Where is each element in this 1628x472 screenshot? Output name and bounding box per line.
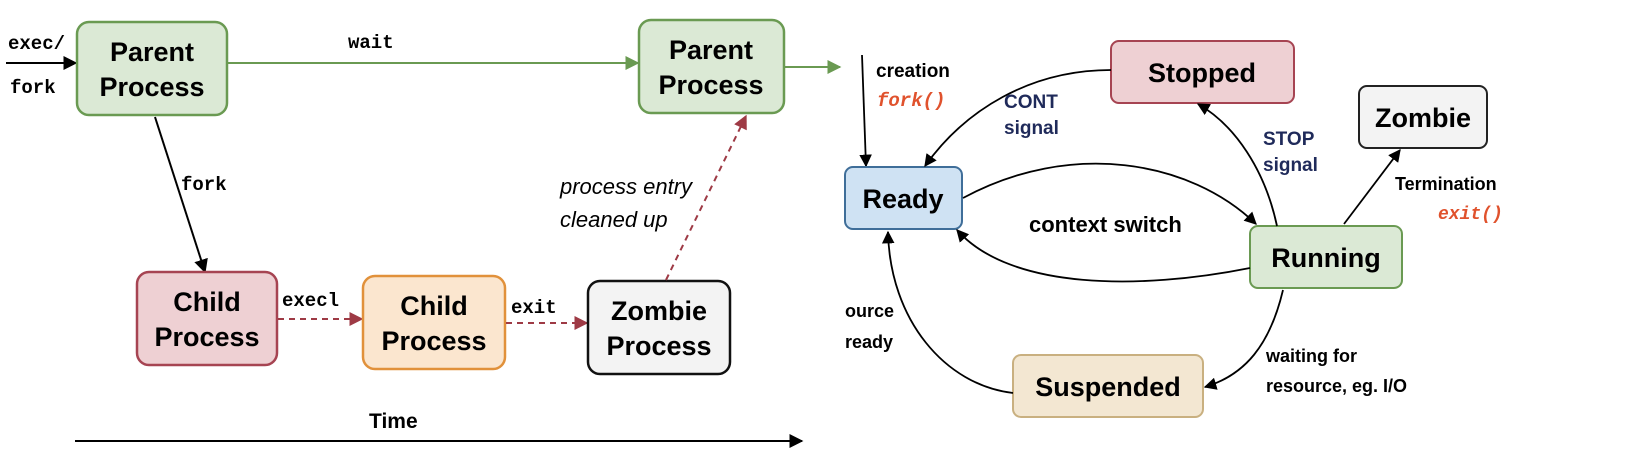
waiting-label-line1: waiting for [1265,346,1357,366]
cleanup-label-line2: cleaned up [560,207,668,232]
context-switch-label: context switch [1029,212,1182,237]
fork-label: fork [181,174,227,196]
running-to-ready-arrow [956,229,1251,283]
exec-fork-label-bottom: fork [10,77,56,99]
cont-signal-arrow [924,69,1112,168]
stop-signal-label-line2: signal [1263,155,1318,176]
stop-signal-label-line1: STOP [1263,129,1315,150]
parent-process-label-line2: Process [99,72,204,102]
parent-process-label-line1: Parent [110,37,194,67]
resource-ready-arrow [881,230,1014,394]
running-state-node: Running [1249,225,1403,289]
zombie-state-node: Zombie [1358,85,1488,149]
child-process-node-forked: Child Process [135,270,279,367]
waiting-label-line2: resource, eg. I/O [1266,376,1407,396]
parent-process-node-end: Parent Process [637,18,786,115]
suspended-state-node: Suspended [1012,354,1204,418]
waiting-for-resource-arrow [1203,289,1284,390]
resource-ready-label-line1: ource [845,301,894,321]
execl-label: execl [282,290,339,312]
child-process-node-exec: Child Process [361,274,507,371]
ready-to-running-arrow [962,162,1257,225]
ready-state-label: Ready [862,184,943,214]
suspended-state-label: Suspended [1035,372,1181,402]
parent-process-end-label-line1: Parent [669,35,753,65]
cleanup-label-line1: process entry [559,174,694,199]
stopped-state-label: Stopped [1148,58,1256,88]
state-diagram: creation fork() Stopped Zombie Ready Run… [844,40,1503,418]
zombie-process-label-line1: Zombie [611,296,707,326]
fork-arrow [154,116,208,274]
termination-arrow [1343,148,1401,225]
ready-state-node: Ready [844,166,963,230]
stopped-state-node: Stopped [1110,40,1295,104]
child-process-exec-label-line2: Process [381,326,486,356]
fork-call-label: fork() [877,90,945,112]
creation-arrow [859,54,872,168]
exec-fork-label-top: exec/ [8,33,65,55]
cont-signal-label-line2: signal [1004,118,1059,139]
time-axis-label: Time [369,410,418,433]
parent-process-node-start: Parent Process [75,20,229,117]
zombie-process-label-line2: Process [606,331,711,361]
exit-call-label: exit() [1438,205,1503,225]
child-process-exec-label-line1: Child [400,291,468,321]
zombie-process-node: Zombie Process [586,279,732,376]
resource-ready-label-line2: ready [845,332,893,352]
exit-label: exit [511,297,557,319]
lifecycle-diagram: exec/ fork Parent Process wait Parent Pr… [6,18,842,448]
zombie-state-label: Zombie [1375,103,1471,133]
termination-label: Termination [1395,174,1497,194]
wait-label: wait [348,32,394,54]
parent-process-end-label-line2: Process [658,70,763,100]
cleanup-arrow [665,114,747,281]
running-state-label: Running [1271,243,1380,273]
stop-signal-arrow [1196,103,1278,227]
child-process-label-line1: Child [173,287,241,317]
cont-signal-label-line1: CONT [1004,92,1058,113]
creation-label: creation [876,61,950,82]
child-process-label-line2: Process [154,322,259,352]
